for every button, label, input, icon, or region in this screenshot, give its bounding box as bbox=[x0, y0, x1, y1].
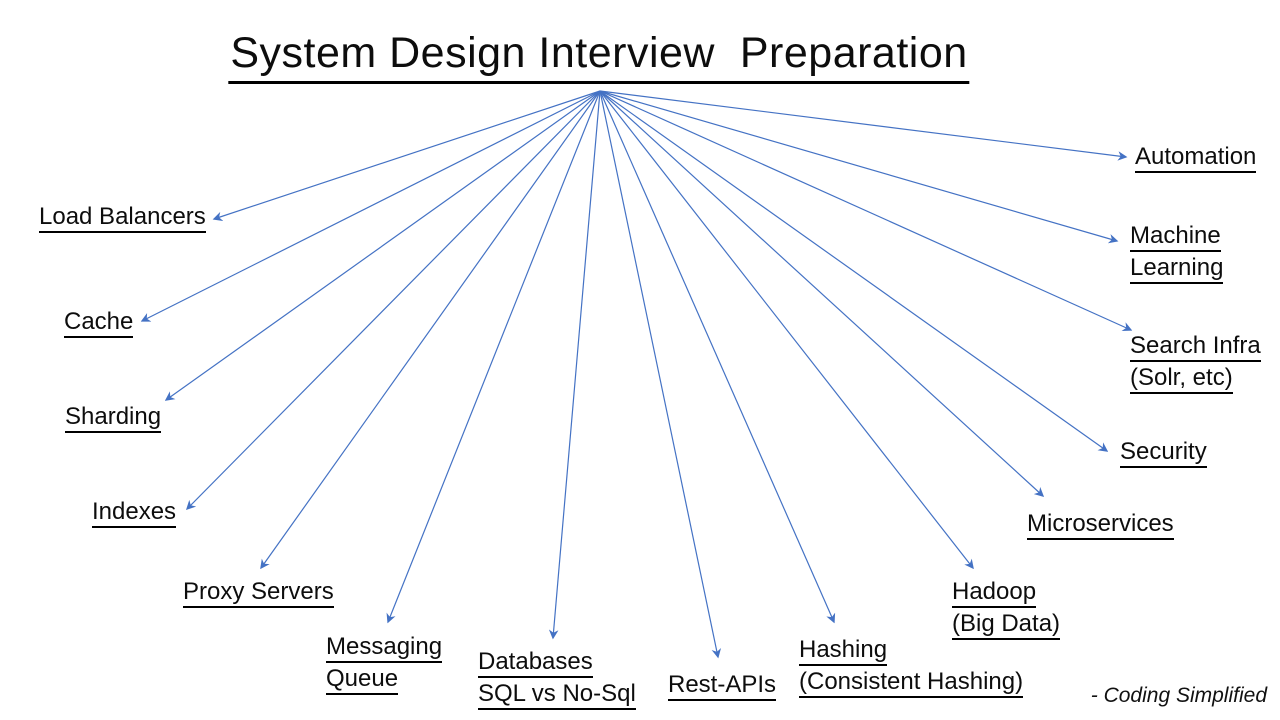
topic-line: Microservices bbox=[1027, 510, 1174, 540]
page-title: System Design Interview Preparation bbox=[228, 28, 970, 84]
topic-line: Search Infra bbox=[1130, 332, 1261, 362]
topic-label-cache: Cache bbox=[64, 308, 134, 340]
topic-label-search-infra: Search Infra(Solr, etc) bbox=[1130, 332, 1261, 396]
topic-line: Sharding bbox=[65, 403, 162, 433]
topic-label-load-balancers: Load Balancers bbox=[39, 203, 206, 235]
topic-line: Cache bbox=[64, 308, 134, 338]
topic-line: Indexes bbox=[92, 498, 177, 528]
topic-line: SQL vs No-Sql bbox=[478, 680, 636, 710]
topic-line: Databases bbox=[478, 648, 593, 678]
topic-line: Hadoop bbox=[952, 578, 1037, 608]
topic-label-proxy-servers: Proxy Servers bbox=[183, 578, 334, 610]
topic-line: (Consistent Hashing) bbox=[799, 668, 1024, 698]
topic-label-indexes: Indexes bbox=[92, 498, 177, 530]
topic-label-sharding: Sharding bbox=[65, 403, 162, 435]
topic-line: (Big Data) bbox=[952, 610, 1061, 640]
topic-label-hadoop: Hadoop(Big Data) bbox=[952, 578, 1061, 642]
topic-line: Rest-APIs bbox=[668, 671, 777, 701]
topic-line: Learning bbox=[1130, 254, 1224, 284]
topic-line: Machine bbox=[1130, 222, 1221, 252]
topic-line: Security bbox=[1120, 438, 1207, 468]
topic-label-automation: Automation bbox=[1135, 143, 1257, 175]
topic-label-rest-apis: Rest-APIs bbox=[668, 671, 777, 703]
topic-label-microservices: Microservices bbox=[1027, 510, 1174, 542]
topic-line: Load Balancers bbox=[39, 203, 206, 233]
topic-line: Queue bbox=[326, 665, 399, 695]
topic-label-security: Security bbox=[1120, 438, 1207, 470]
topic-line: Proxy Servers bbox=[183, 578, 334, 608]
topic-line: Messaging bbox=[326, 633, 443, 663]
topic-line: (Solr, etc) bbox=[1130, 364, 1233, 394]
topic-line: Hashing bbox=[799, 636, 888, 666]
topic-line: Automation bbox=[1135, 143, 1257, 173]
signature: - Coding Simplified bbox=[1090, 684, 1267, 707]
topic-label-hashing: Hashing(Consistent Hashing) bbox=[799, 636, 1024, 700]
